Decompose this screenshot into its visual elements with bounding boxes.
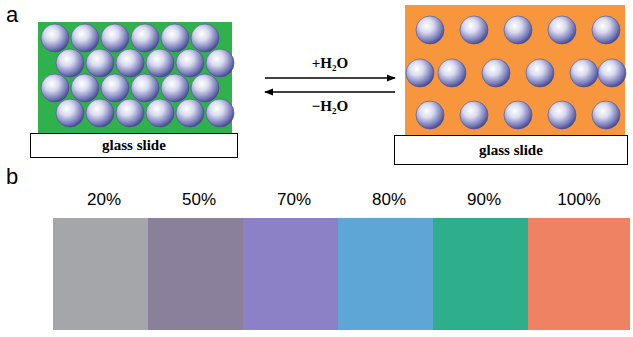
sphere-group	[41, 16, 626, 129]
colloid-sphere	[438, 59, 466, 87]
swollen-film	[405, 5, 625, 135]
color-swatch	[243, 218, 345, 330]
colloid-sphere	[146, 49, 174, 77]
colloid-sphere	[56, 99, 84, 127]
colloid-sphere	[460, 101, 488, 129]
color-swatch	[528, 218, 630, 330]
colloid-sphere	[598, 59, 626, 87]
color-swatch	[338, 218, 440, 330]
humidity-sample: 70%	[243, 190, 345, 330]
glass-slide: glass slide	[30, 133, 238, 158]
forward-arrow	[265, 77, 395, 79]
glass-slide: glass slide	[394, 135, 628, 165]
panel-label: a	[6, 2, 18, 28]
humidity-sample: 50%	[148, 190, 250, 330]
colloid-sphere	[460, 16, 488, 44]
colloid-sphere	[504, 101, 532, 129]
color-swatch	[433, 218, 535, 330]
humidity-sample: 90%	[433, 190, 535, 330]
colloid-sphere	[71, 24, 99, 52]
slide-label: glass slide	[102, 137, 166, 154]
colloid-sphere	[146, 99, 174, 127]
reverse-arrow	[265, 91, 395, 93]
colloid-sphere	[131, 74, 159, 102]
humidity-label: 100%	[528, 190, 630, 210]
humidity-sample: 20%	[53, 190, 155, 330]
colloid-sphere	[116, 49, 144, 77]
colloid-sphere	[548, 16, 576, 44]
colloid-sphere	[116, 99, 144, 127]
colloid-sphere	[101, 24, 129, 52]
panel-label: b	[6, 164, 18, 190]
humidity-sample: 100%	[528, 190, 630, 330]
colloid-sphere	[131, 24, 159, 52]
colloid-sphere	[56, 49, 84, 77]
colloid-sphere	[161, 74, 189, 102]
color-swatch	[148, 218, 250, 330]
humidity-label: 90%	[433, 190, 535, 210]
colloid-sphere	[206, 49, 234, 77]
colloid-sphere	[206, 99, 234, 127]
humidity-label: 20%	[53, 190, 155, 210]
colloid-sphere	[406, 59, 434, 87]
dry-film	[38, 22, 232, 133]
colloid-sphere	[416, 101, 444, 129]
colloid-sphere	[504, 16, 532, 44]
colloid-sphere	[41, 74, 69, 102]
colloid-sphere	[86, 99, 114, 127]
colloid-sphere	[526, 59, 554, 87]
reaction-label: +H₂O	[280, 55, 380, 72]
colloid-sphere	[161, 24, 189, 52]
colloid-sphere	[548, 101, 576, 129]
colloid-sphere	[101, 74, 129, 102]
colloid-sphere	[86, 49, 114, 77]
colloid-sphere	[416, 16, 444, 44]
colloid-sphere	[592, 16, 620, 44]
humidity-sample: 80%	[338, 190, 440, 330]
colloid-sphere	[176, 49, 204, 77]
colloid-sphere	[570, 59, 598, 87]
humidity-label: 70%	[243, 190, 345, 210]
colloid-sphere	[592, 101, 620, 129]
colloid-sphere	[482, 59, 510, 87]
colloid-sphere	[191, 74, 219, 102]
slide-label: glass slide	[479, 142, 543, 159]
humidity-label: 80%	[338, 190, 440, 210]
colloid-sphere	[176, 99, 204, 127]
colloid-sphere	[41, 24, 69, 52]
color-swatch	[53, 218, 155, 330]
colloid-sphere	[71, 74, 99, 102]
colloid-sphere	[191, 24, 219, 52]
humidity-label: 50%	[148, 190, 250, 210]
reaction-label: −H₂O	[280, 98, 380, 115]
